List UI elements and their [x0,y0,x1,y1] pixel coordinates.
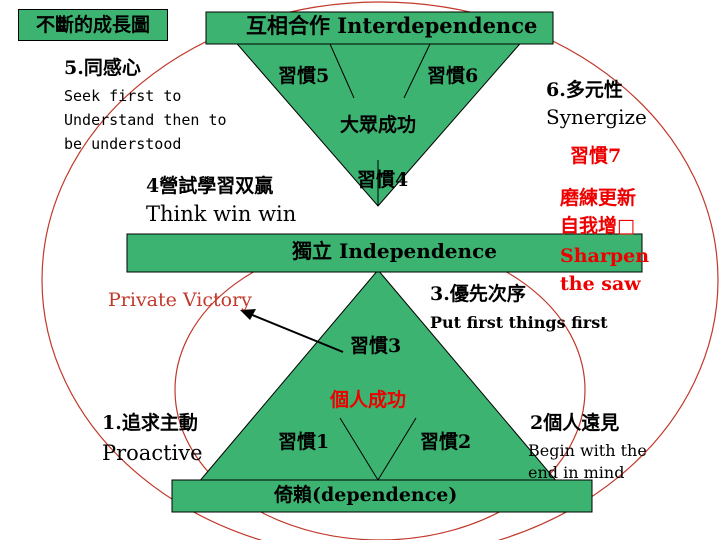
growth-chart-title: 不斷的成長圖 [18,9,168,41]
dependence-bar [171,479,593,513]
top-divider-left [329,43,355,99]
habit-5-desc-line1: Seek first to [64,87,182,105]
private-victory-en: Private Victory [108,289,252,311]
habit-5-label: 習慣5 [278,65,330,87]
habit-5-desc-line2: Understand then to [64,111,227,129]
habit-1-label: 習慣1 [278,431,330,453]
habit-5-desc-line3: be understood [64,135,182,153]
habit-7-cn-line2: 自我增□ [560,215,635,237]
habit-4-title: 4營試學習双贏 [146,175,274,197]
top-divider-right [403,43,431,99]
habit-4-label: 習慣4 [357,169,409,191]
independence-label: 獨立 Independence [292,239,497,263]
habit-2-desc-line1: Begin with the [528,441,647,460]
habit-3-label: 習慣3 [350,335,402,357]
habit-1-desc: Proactive [102,441,203,465]
habit-2-label: 習慣2 [420,431,472,453]
habit-6-title: 6.多元性 [546,79,623,101]
habit-2-desc-line2: end in mind [528,463,625,482]
interdependence-label: 互相合作 Interdependence [246,13,538,38]
independence-bar [126,233,643,273]
bottom-divider-left [339,417,379,481]
habit-7-en-line2: the saw [560,273,641,295]
habit-4-desc: Think win win [146,202,297,226]
habit-6-desc: Synergize [546,105,647,129]
habit-3-desc: Put first things first [430,313,608,332]
interdependence-bar [205,11,554,45]
habit-6-label: 習慣6 [427,65,479,87]
habit-3-title: 3.優先次序 [430,283,526,305]
growth-ellipse [41,1,719,540]
habit-1-title: 1.追求主動 [102,412,198,434]
habit-7-cn-line1: 磨練更新 [560,187,637,209]
bottom-divider-right [377,417,417,481]
private-victory-arrow [244,311,344,353]
habit-7-label: 習慣7 [570,145,622,167]
habit-5-title: 5.同感心 [64,57,141,79]
public-victory-label: 大眾成功 [340,114,417,136]
private-victory-arrowhead [240,309,256,320]
habit-7-en-line1: Sharpen [560,245,650,267]
private-victory-label: 個人成功 [330,389,407,411]
habit-2-title: 2個人遠見 [530,412,620,434]
dependence-label: 倚賴(dependence) [274,484,458,506]
